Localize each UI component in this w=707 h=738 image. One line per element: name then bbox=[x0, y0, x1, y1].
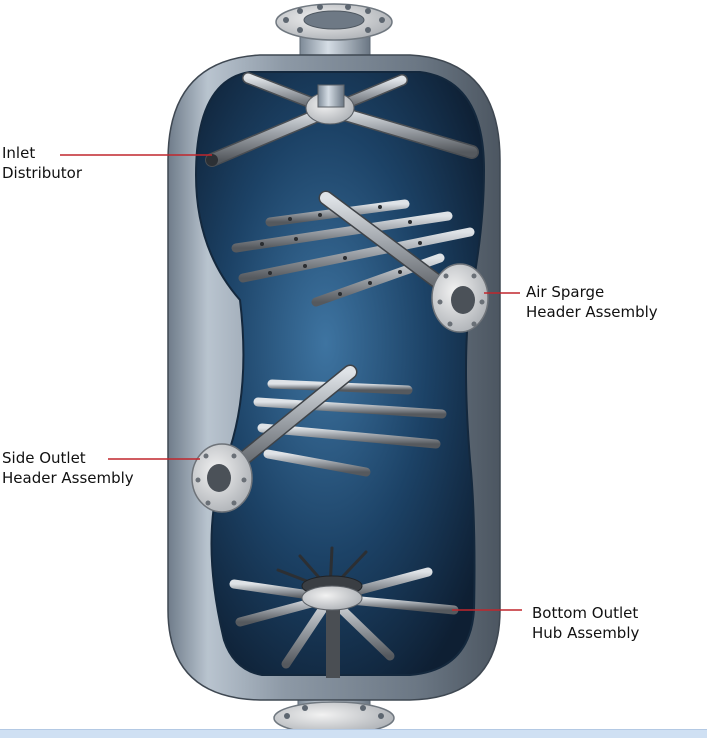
side-outlet-header bbox=[191, 364, 447, 513]
label-inlet-distributor: Inlet Distributor bbox=[2, 143, 82, 183]
bottom-outlet-hub bbox=[229, 546, 459, 678]
label-air-sparge-line1: Air Sparge bbox=[526, 283, 605, 301]
label-side-outlet-line1: Side Outlet bbox=[2, 449, 86, 467]
label-bottom-outlet-line1: Bottom Outlet bbox=[532, 604, 639, 622]
label-side-outlet-header: Side Outlet Header Assembly bbox=[2, 448, 134, 488]
label-side-outlet-line2: Header Assembly bbox=[2, 469, 134, 487]
bottom-strip bbox=[0, 729, 707, 738]
label-inlet-line1: Inlet bbox=[2, 144, 36, 162]
air-sparge-header bbox=[231, 190, 489, 333]
label-bottom-outlet-line2: Hub Assembly bbox=[532, 624, 640, 642]
label-inlet-line2: Distributor bbox=[2, 164, 83, 182]
label-air-sparge-header: Air Sparge Header Assembly bbox=[526, 282, 658, 322]
inlet-distributor bbox=[205, 72, 479, 167]
label-air-sparge-line2: Header Assembly bbox=[526, 303, 658, 321]
label-bottom-outlet-hub: Bottom Outlet Hub Assembly bbox=[532, 603, 639, 643]
